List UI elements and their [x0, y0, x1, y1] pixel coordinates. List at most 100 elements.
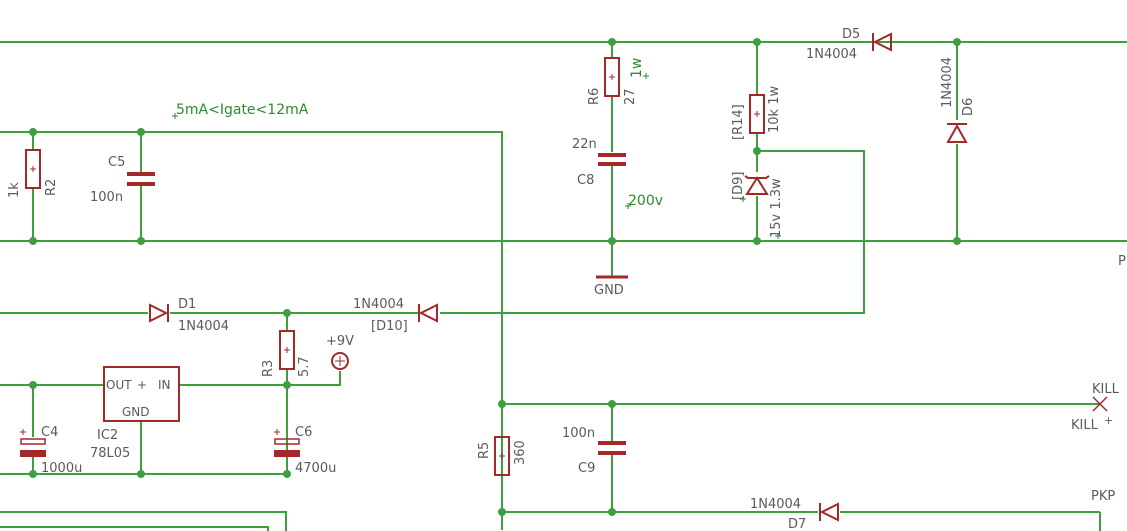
plus9v-wire — [287, 371, 341, 386]
bottom-box-wire — [0, 511, 287, 531]
junction-dot — [137, 128, 145, 136]
resistor-r14-symbol — [749, 94, 765, 134]
junction-dot — [283, 381, 291, 389]
ic2-pin-in: IN — [158, 378, 171, 392]
capacitor-c4-symbol — [20, 429, 46, 457]
d10-name: [D10] — [371, 319, 408, 334]
component-symbols — [20, 32, 1108, 522]
d6-name: D6 — [961, 98, 976, 116]
resistor-r3-symbol — [279, 330, 295, 370]
d1-name: D1 — [178, 297, 196, 312]
capacitor-c9-symbol — [598, 441, 626, 455]
diode-d6-symbol — [946, 123, 968, 143]
note-gate-current: 5mA<Igate<12mA — [176, 102, 309, 118]
r14-value: 10k 1w — [767, 86, 782, 133]
d1-value: 1N4004 — [178, 319, 229, 334]
note-origin-marks — [172, 73, 781, 239]
d10-value: 1N4004 — [353, 297, 404, 312]
junction-dot — [137, 470, 145, 478]
diode-d5-symbol — [872, 32, 892, 52]
c4-name: C4 — [41, 425, 58, 440]
junction-dot — [608, 508, 616, 516]
junction-dot — [29, 470, 37, 478]
ic2-name: IC2 — [97, 428, 118, 443]
notes: 5mA<Igate<12mA 200v 1w — [176, 58, 663, 209]
kill-port-marker — [1092, 396, 1108, 412]
r6-name: R6 — [587, 88, 602, 105]
c6-name: C6 — [295, 425, 312, 440]
c9-value: 100n — [562, 426, 595, 441]
d7-value: 1N4004 — [750, 497, 801, 512]
resistor-r2-symbol — [25, 149, 41, 189]
origin-cross — [643, 73, 649, 79]
c5-value: 100n — [90, 190, 123, 205]
gnd-label: GND — [594, 283, 624, 298]
capacitor-c6-symbol — [274, 429, 300, 457]
bottom-box-inner-wire — [0, 526, 269, 531]
junctions — [29, 38, 961, 516]
d9-value: 15v 1.3w — [769, 178, 784, 238]
origin-cross — [172, 113, 178, 119]
note-1w: 1w — [629, 58, 645, 78]
diode-d10-symbol — [418, 303, 438, 323]
resistor-r6-symbol — [604, 57, 620, 97]
junction-dot — [283, 470, 291, 478]
ic2-value: 78L05 — [90, 446, 130, 461]
note-200v: 200v — [628, 193, 663, 209]
resistor-r5-symbol — [494, 436, 510, 476]
c8-name: C8 — [577, 173, 594, 188]
junction-dot — [953, 38, 961, 46]
junction-dot — [753, 38, 761, 46]
r2-value: 1k — [7, 182, 22, 198]
junction-dot — [498, 508, 506, 516]
capacitor-c5-symbol — [127, 172, 155, 186]
supply-9v-symbol — [331, 352, 349, 370]
c8-value: 22n — [572, 137, 597, 152]
d5-value: 1N4004 — [806, 47, 857, 62]
d9-name: [D9] — [731, 172, 746, 200]
c4-value: 1000u — [41, 461, 82, 476]
junction-dot — [283, 309, 291, 317]
c9-name: C9 — [578, 461, 595, 476]
diode-d1-symbol — [149, 303, 169, 323]
r5-value: 360 — [513, 440, 528, 465]
junction-dot — [753, 237, 761, 245]
gate-rail-wire — [0, 131, 503, 530]
d5-name: D5 — [842, 27, 860, 42]
r2-name: R2 — [44, 179, 59, 196]
origin-cross — [625, 203, 631, 209]
p-edge-label: P — [1118, 254, 1126, 269]
pkp-port-label: PKP — [1091, 489, 1115, 504]
diode-d7-symbol — [819, 502, 839, 522]
c6-value: 4700u — [295, 461, 336, 476]
junction-dot — [753, 147, 761, 155]
ic2-pin-gnd: GND — [122, 405, 150, 419]
r14-name: [R14] — [731, 104, 746, 140]
kill-port-plus: + — [1104, 414, 1113, 427]
r6-value: 27 — [623, 88, 638, 105]
kill-port-label-top: KILL — [1092, 382, 1120, 397]
junction-dot — [29, 128, 37, 136]
kill-port-label-bottom: KILL — [1071, 418, 1099, 433]
ic2-pin-out-plus: + — [137, 378, 147, 392]
d6-value: 1N4004 — [940, 57, 955, 108]
zener-d9-symbol — [744, 175, 770, 195]
capacitor-c8-symbol — [598, 153, 626, 166]
junction-dot — [137, 237, 145, 245]
ic2-body — [103, 366, 180, 422]
wires — [0, 41, 1127, 531]
junction-dot — [608, 400, 616, 408]
origin-cross — [740, 196, 746, 202]
r5-name: R5 — [477, 442, 492, 459]
junction-dot — [608, 237, 616, 245]
junction-dot — [608, 38, 616, 46]
c5-name: C5 — [108, 155, 125, 170]
pkp-wire — [502, 511, 1101, 531]
junction-dot — [29, 381, 37, 389]
plus9v-label: +9V — [326, 334, 354, 349]
labels: 1k R2 C5 100n R6 27 22n C8 GND [R14] 10k… — [7, 27, 1126, 531]
feedback-wire — [440, 150, 865, 314]
origin-cross — [775, 233, 781, 239]
junction-dot — [498, 400, 506, 408]
